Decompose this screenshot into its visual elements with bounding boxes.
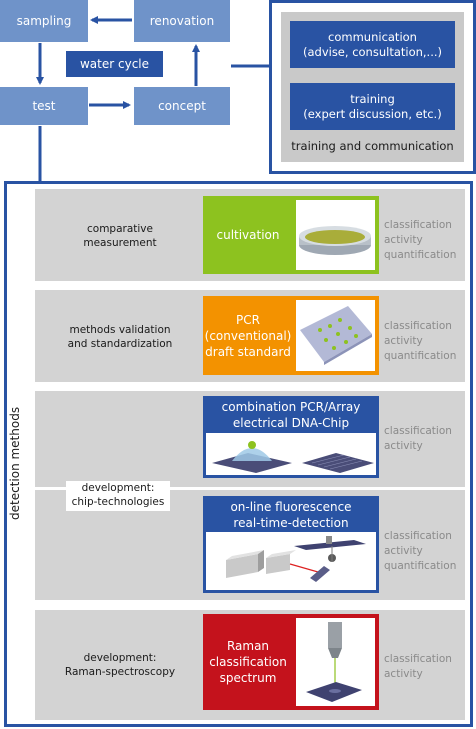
method-pcr-line: draft standard [205, 344, 291, 359]
output-item: quantification [384, 350, 457, 362]
sampling-box: sampling [0, 0, 88, 42]
petri-dish-icon [299, 226, 371, 255]
row-label-line: comparative [87, 223, 153, 235]
method-pcr-line: (conventional) [204, 328, 292, 343]
output-item: classification [384, 320, 452, 332]
label-chip-technologies: development: chip-technologies [66, 481, 170, 511]
outputs-pcr: classification activity quantification [384, 319, 456, 364]
concept-box: concept [134, 87, 230, 125]
row-label-raman: development: Raman-spectroscopy [50, 651, 190, 679]
communication-title: communication [328, 29, 417, 44]
row-label-line: and standardization [67, 338, 173, 350]
method-raman-title: Raman classification spectrum [203, 614, 293, 710]
row-label-line: Raman-spectroscopy [64, 666, 176, 678]
pcr-plate-icon [300, 306, 372, 365]
method-fluorescence-line: on-line fluorescence [230, 500, 352, 514]
output-item: activity [384, 335, 423, 347]
communication-detail: (advise, consultation,...) [302, 44, 443, 59]
raman-setup-image [296, 618, 375, 706]
chip-label-line: chip-technologies [71, 496, 165, 508]
detection-methods-panel [4, 181, 473, 727]
method-cultivation-title: cultivation [203, 196, 293, 274]
test-box: test [0, 87, 88, 125]
renovation-box: renovation [134, 0, 230, 42]
outputs-raman: classification activity [384, 652, 452, 682]
concept-label: concept [158, 99, 206, 113]
sampling-label: sampling [16, 14, 72, 28]
petri-dish-image [296, 200, 375, 270]
output-item: classification [384, 425, 452, 437]
method-fluorescence-line: real-time-detection [233, 516, 349, 530]
row-label-line: methods validation [69, 324, 171, 336]
row-label-line: measurement [83, 237, 157, 249]
output-item: quantification [384, 249, 457, 261]
dna-chip-image [206, 433, 376, 475]
row-label-methods-validation: methods validation and standardization [50, 323, 190, 351]
water-cycle-text: water cycle [79, 57, 150, 71]
pcr-plate-image [296, 300, 375, 371]
method-raman-line: classification [209, 655, 287, 669]
dna-chip-icon [212, 441, 374, 473]
training-communication-caption: training and communication [291, 139, 454, 153]
output-item: activity [384, 668, 423, 680]
output-item: activity [384, 545, 423, 557]
output-item: quantification [384, 560, 457, 572]
output-item: classification [384, 653, 452, 665]
cycle-arrows [36, 16, 270, 183]
method-pcr-line: PCR [236, 312, 260, 327]
row-label-line: development: [83, 652, 157, 664]
detection-methods-title: detection methods [8, 406, 22, 520]
test-label: test [32, 99, 56, 113]
output-item: activity [384, 234, 423, 246]
renovation-label: renovation [149, 14, 215, 28]
outputs-cultivation: classification activity quantification [384, 218, 456, 263]
output-item: activity [384, 440, 423, 452]
output-item: classification [384, 530, 452, 542]
method-cultivation-label: cultivation [216, 228, 280, 242]
training-box: training (expert discussion, etc.) [290, 83, 455, 130]
training-detail: (expert discussion, etc.) [303, 106, 442, 121]
fluorescence-setup-image [206, 532, 376, 590]
method-dna-chip-line: electrical DNA-Chip [232, 416, 350, 430]
fluorescence-setup-icon [226, 536, 366, 582]
method-raman-line: Raman [226, 639, 270, 653]
output-item: classification [384, 219, 452, 231]
training-title: training [350, 91, 395, 106]
outputs-fluorescence: classification activity quantification [384, 529, 456, 574]
row-label-comparative-measurement: comparative measurement [50, 222, 190, 250]
water-cycle-label: water cycle [66, 51, 163, 77]
communication-box: communication (advise, consultation,...) [290, 21, 455, 68]
outputs-dna-chip: classification activity [384, 424, 452, 454]
chip-label-line: development: [81, 482, 155, 494]
raman-setup-icon [306, 622, 362, 702]
method-pcr-title: PCR (conventional) draft standard [203, 296, 293, 375]
method-raman-line: spectrum [219, 671, 277, 685]
method-dna-chip-line: combination PCR/Array [221, 400, 361, 414]
